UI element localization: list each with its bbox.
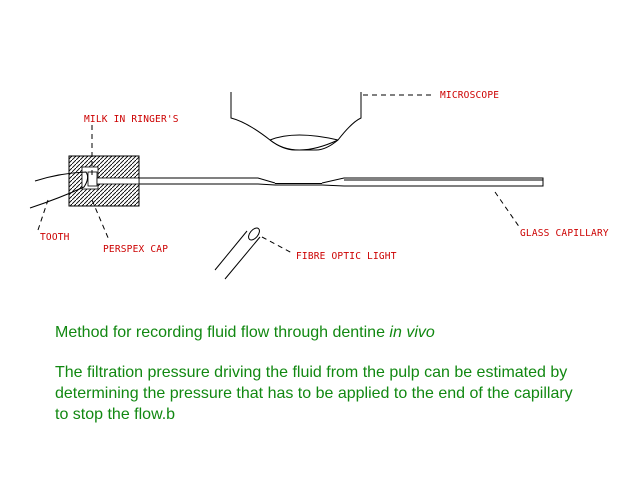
fibre-optic-leader <box>261 236 293 254</box>
glass-capillary <box>139 177 544 187</box>
caption-body: The filtration pressure driving the flui… <box>55 364 573 423</box>
perspex-cap-leader <box>91 199 110 241</box>
caption-title-text: Method for recording fluid flow through … <box>55 324 390 341</box>
perspex-cap-label: PERSPEX CAP <box>103 244 168 255</box>
microscope-objective <box>230 92 362 151</box>
milk-in-ringers-label: MILK IN RINGER'S <box>84 114 179 125</box>
fibre-optic-light-label: FIBRE OPTIC LIGHT <box>296 251 397 262</box>
caption-title-emphasis: in vivo <box>389 324 435 341</box>
tooth <box>29 171 89 209</box>
microscope-label: MICROSCOPE <box>440 90 499 101</box>
fibre-optic-light <box>214 227 261 280</box>
caption-title: Method for recording fluid flow through … <box>55 322 435 343</box>
tooth-label: TOOTH <box>40 232 70 243</box>
glass-capillary-label: GLASS CAPILLARY <box>520 228 609 239</box>
apparatus-diagram: MICROSCOPE MILK IN RINGER'S TOOTH PERSPE… <box>29 90 609 280</box>
glass-capillary-leader <box>494 191 521 229</box>
